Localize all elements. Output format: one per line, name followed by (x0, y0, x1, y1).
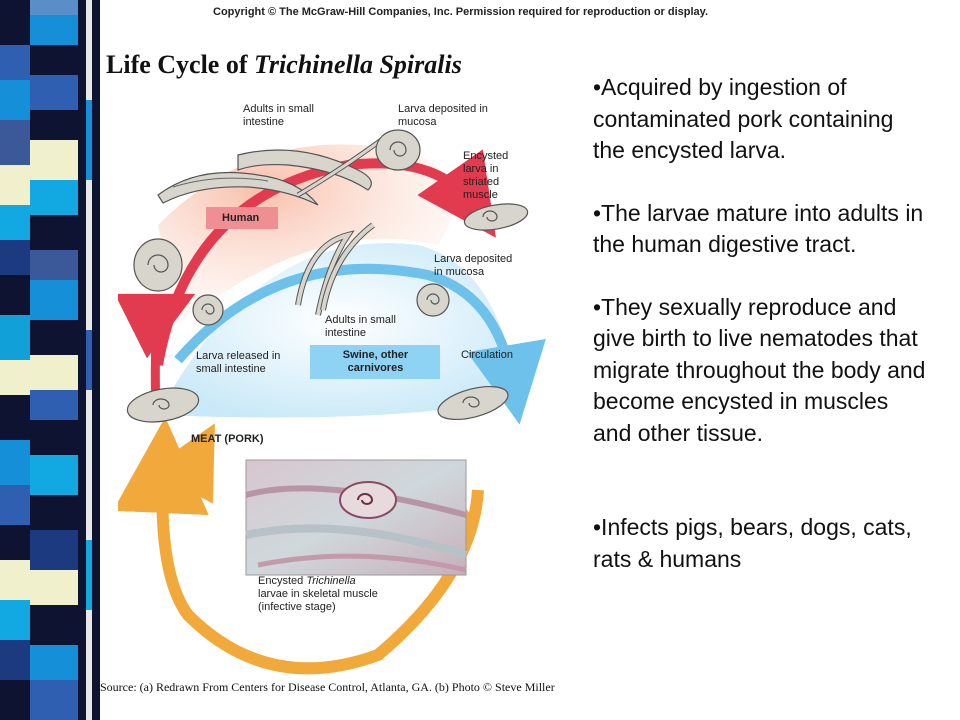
encysted-genus: Trichinella (306, 575, 356, 587)
label-larva-deposited-mucosa: Larva deposited in mucosa (434, 253, 513, 278)
life-cycle-diagram: Adults in small intestine Larva deposite… (112, 95, 558, 680)
bullet-item: •Acquired by ingestion of contaminated p… (593, 74, 894, 163)
bullet-item: •They sexually reproduce and give birth … (593, 293, 926, 446)
label-encysted-larva-striated-muscle: Encysted larva in striated muscle (463, 150, 509, 201)
bullet-list: •Acquired by ingestion of contaminated p… (593, 72, 928, 575)
label-larva-released: Larva released in small intestine (196, 350, 281, 375)
title-prefix: Life Cycle of (106, 50, 255, 79)
label-meat-pork: MEAT (PORK) (191, 433, 264, 445)
bullet-item: •The larvae mature into adults in the hu… (593, 199, 924, 258)
source-credit: Source: (a) Redrawn From Centers for Dis… (100, 680, 555, 694)
life-cycle-illustration (112, 129, 546, 675)
encysted-rest: larvae in skeletal muscle (infective sta… (258, 588, 378, 613)
label-human: Human (222, 212, 260, 224)
label-larva-deposited-mucosa-top: Larva deposited in mucosa (398, 103, 488, 128)
page-title: Life Cycle of Trichinella Spiralis (106, 50, 462, 80)
label-swine: Swine, other carnivores (342, 349, 409, 374)
label-adults-small-intestine-swine: Adults in small intestine (325, 314, 396, 339)
label-adults-small-intestine-human: Adults in small intestine (243, 103, 314, 128)
label-encysted-trichinella: Encysted Trichinella larvae in skeletal … (258, 575, 378, 614)
bullet-item: •Infects pigs, bears, dogs, cats, rats &… (593, 514, 912, 572)
decorative-left-strip (0, 0, 108, 720)
copyright-notice: Copyright © The McGraw-Hill Companies, I… (213, 6, 709, 18)
title-species: Trichinella Spiralis (254, 50, 462, 79)
encysted-prefix: Encysted (258, 575, 307, 587)
label-circulation: Circulation (461, 349, 513, 361)
